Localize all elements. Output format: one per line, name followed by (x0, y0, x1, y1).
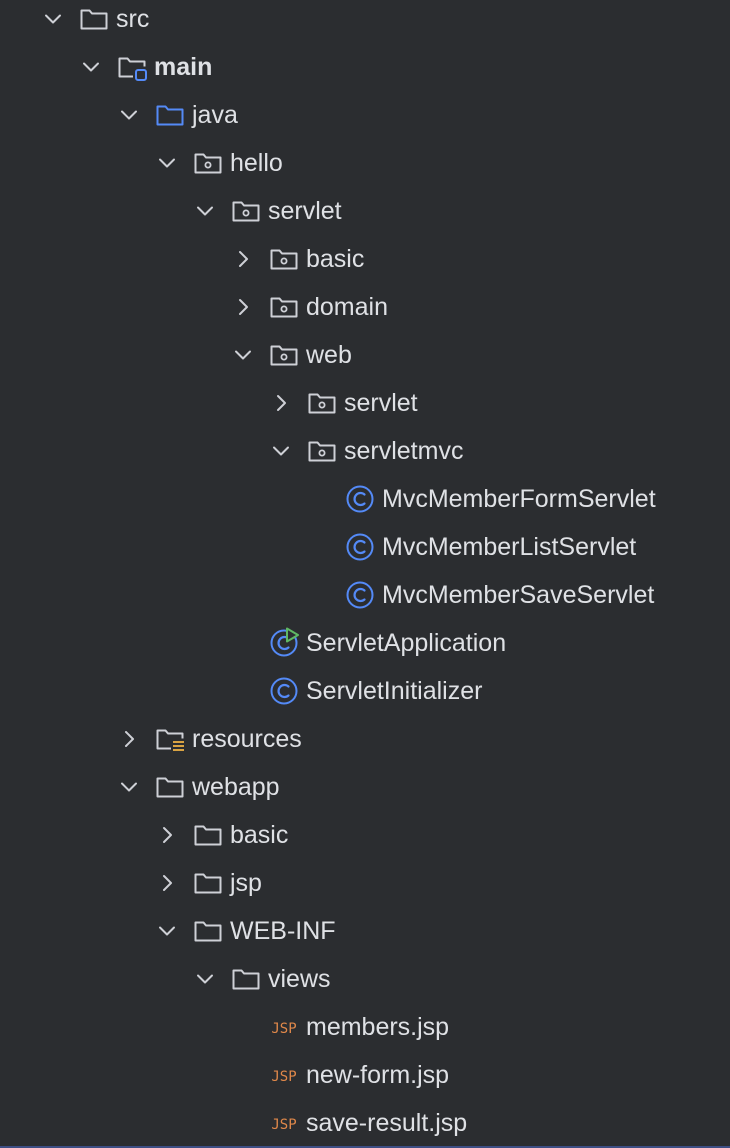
tree-node-label: MvcMemberFormServlet (382, 485, 656, 513)
package-icon (306, 387, 338, 419)
jsp-file-icon: JSP (271, 1117, 296, 1133)
tree-node-label: servlet (268, 197, 342, 225)
chevron-down-icon[interactable] (116, 102, 142, 128)
tree-node-label: ServletInitializer (306, 677, 483, 705)
package-icon (268, 339, 300, 371)
tree-node-label: servletmvc (344, 437, 464, 465)
chevron-down-icon[interactable] (154, 918, 180, 944)
tree-node-label: WEB-INF (230, 917, 336, 945)
tree-node-label: jsp (230, 869, 262, 897)
package-icon (268, 291, 300, 323)
java-class-icon (344, 483, 376, 515)
folder-icon (192, 819, 224, 851)
tree-node-members-jsp[interactable]: JSP members.jsp (0, 1003, 730, 1051)
tree-node-servletmvc[interactable]: servletmvc (0, 427, 730, 475)
folder-icon (154, 771, 186, 803)
tree-node-label: members.jsp (306, 1013, 450, 1041)
package-icon (192, 147, 224, 179)
source-root-folder-icon (154, 99, 186, 131)
chevron-right-icon[interactable] (116, 726, 142, 752)
chevron-down-icon[interactable] (192, 198, 218, 224)
jsp-file-icon: JSP (271, 1069, 296, 1085)
tree-node-label: basic (230, 821, 289, 849)
chevron-down-icon[interactable] (230, 342, 256, 368)
folder-icon (78, 3, 110, 35)
tree-node-web-servlet[interactable]: servlet (0, 379, 730, 427)
tree-node-jsp[interactable]: jsp (0, 859, 730, 907)
resources-folder-icon (154, 723, 186, 755)
package-icon (306, 435, 338, 467)
tree-node-webapp[interactable]: webapp (0, 763, 730, 811)
tree-node-label: basic (306, 245, 365, 273)
tree-node-label: save-result.jsp (306, 1109, 468, 1137)
tree-node-label: src (116, 5, 150, 33)
chevron-down-icon[interactable] (116, 774, 142, 800)
tree-node-servlet[interactable]: servlet (0, 187, 730, 235)
selection-indicator (0, 1146, 730, 1148)
tree-node-label: web (306, 341, 352, 369)
tree-node-label: resources (192, 725, 302, 753)
tree-node-label: java (192, 101, 238, 129)
chevron-right-icon[interactable] (230, 294, 256, 320)
chevron-down-icon[interactable] (40, 6, 66, 32)
tree-node-label: webapp (192, 773, 280, 801)
tree-node-domain[interactable]: domain (0, 283, 730, 331)
tree-node-webapp-basic[interactable]: basic (0, 811, 730, 859)
tree-node-servlet-application[interactable]: ServletApplication (0, 619, 730, 667)
tree-node-label: MvcMemberListServlet (382, 533, 637, 561)
package-icon (230, 195, 262, 227)
java-class-icon (268, 675, 300, 707)
tree-node-label: ServletApplication (306, 629, 507, 657)
folder-icon (192, 915, 224, 947)
tree-node-label: domain (306, 293, 388, 321)
tree-node-label: views (268, 965, 331, 993)
svg-text:JSP: JSP (271, 1117, 296, 1133)
tree-node-views[interactable]: views (0, 955, 730, 1003)
tree-node-save-result-jsp[interactable]: JSP save-result.jsp (0, 1099, 730, 1147)
folder-icon (192, 867, 224, 899)
tree-node-label: hello (230, 149, 283, 177)
tree-node-src[interactable]: src (0, 0, 730, 43)
tree-node-java[interactable]: java (0, 91, 730, 139)
tree-node-label: main (154, 53, 213, 81)
tree-node-mvc-member-form-servlet[interactable]: MvcMemberFormServlet (0, 475, 730, 523)
tree-node-main[interactable]: main (0, 43, 730, 91)
java-class-icon (344, 579, 376, 611)
package-icon (268, 243, 300, 275)
chevron-down-icon[interactable] (78, 54, 104, 80)
chevron-down-icon[interactable] (268, 438, 294, 464)
tree-node-mvc-member-list-servlet[interactable]: MvcMemberListServlet (0, 523, 730, 571)
tree-node-label: MvcMemberSaveServlet (382, 581, 655, 609)
tree-node-web[interactable]: web (0, 331, 730, 379)
chevron-down-icon[interactable] (154, 150, 180, 176)
tree-node-web-inf[interactable]: WEB-INF (0, 907, 730, 955)
runnable-class-icon (268, 627, 300, 659)
tree-node-label: servlet (344, 389, 418, 417)
chevron-right-icon[interactable] (154, 870, 180, 896)
chevron-right-icon[interactable] (230, 246, 256, 272)
tree-node-servlet-initializer[interactable]: ServletInitializer (0, 667, 730, 715)
folder-icon (230, 963, 262, 995)
jsp-file-icon: JSP (271, 1021, 296, 1037)
tree-node-hello[interactable]: hello (0, 139, 730, 187)
chevron-right-icon[interactable] (154, 822, 180, 848)
module-folder-icon (116, 51, 148, 83)
tree-node-resources[interactable]: resources (0, 715, 730, 763)
java-class-icon (344, 531, 376, 563)
svg-text:JSP: JSP (271, 1021, 296, 1037)
tree-node-basic[interactable]: basic (0, 235, 730, 283)
tree-node-mvc-member-save-servlet[interactable]: MvcMemberSaveServlet (0, 571, 730, 619)
chevron-down-icon[interactable] (192, 966, 218, 992)
tree-node-new-form-jsp[interactable]: JSP new-form.jsp (0, 1051, 730, 1099)
tree-node-label: new-form.jsp (306, 1061, 450, 1089)
svg-text:JSP: JSP (271, 1069, 296, 1085)
chevron-right-icon[interactable] (268, 390, 294, 416)
